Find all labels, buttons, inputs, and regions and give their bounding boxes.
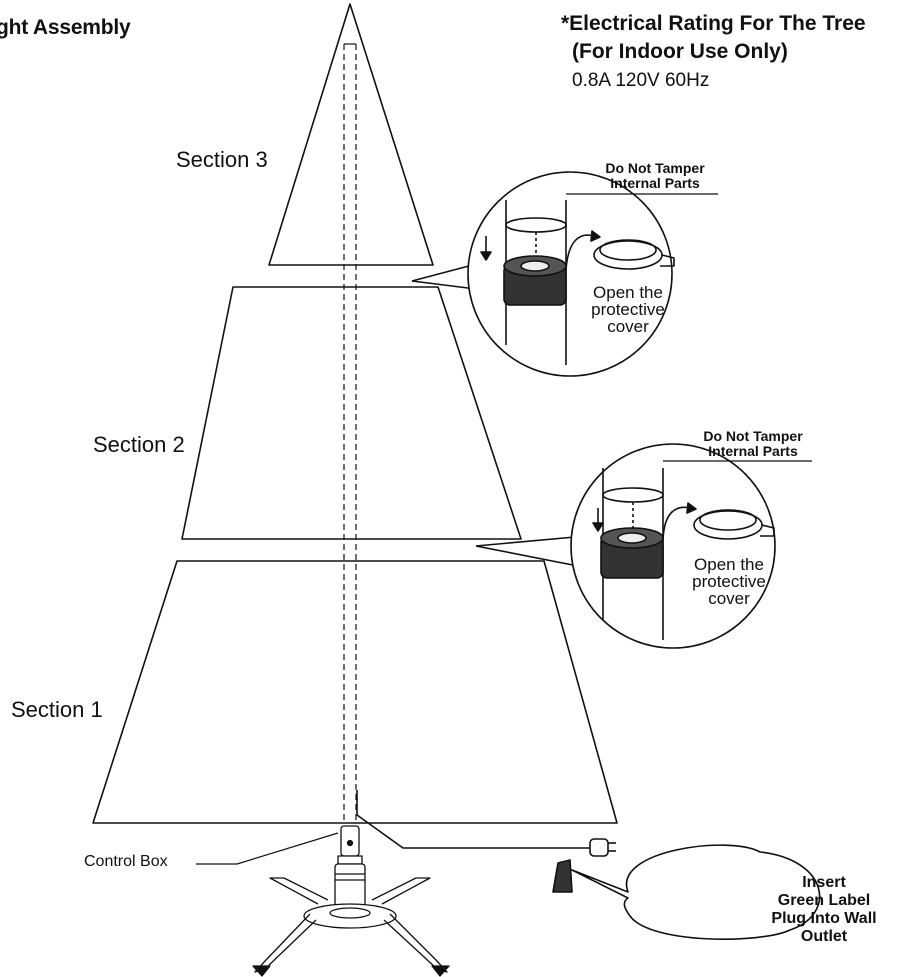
section-2-label: Section 2: [93, 432, 185, 457]
plug-instruction-line1: Insert: [802, 874, 846, 891]
lower-warning-line2: Internal Parts: [708, 443, 798, 459]
control-box-icon: [334, 825, 366, 915]
indoor-use-note: (For Indoor Use Only): [572, 40, 788, 63]
plug-instruction-line2: Green Label: [777, 892, 871, 909]
section-1-label: Section 1: [11, 697, 103, 722]
upper-connector-callout: [411, 171, 718, 377]
lower-instruction-line2: protective: [692, 572, 766, 591]
lower-instruction-line3: cover: [708, 589, 750, 608]
upper-instruction-line2: protective: [591, 300, 665, 319]
electrical-rating-value: 0.8A 120V 60Hz: [572, 70, 710, 91]
upper-warning-label: Do Not Tamper Internal Parts: [590, 161, 720, 191]
lower-instruction-line1: Open the: [694, 555, 764, 574]
upper-instruction-line3: cover: [607, 317, 649, 336]
plug-instruction-line4: Outlet: [800, 928, 848, 945]
page-title: ght Assembly: [0, 16, 131, 39]
section-1-trapezoid: [92, 560, 618, 824]
upper-instruction-line1: Open the: [593, 283, 663, 302]
control-box-leader: [196, 832, 339, 865]
upper-instruction-label: Open the protective cover: [582, 284, 674, 335]
center-pole: [343, 44, 357, 820]
power-cord: [356, 790, 590, 849]
plug-instruction-line3: Plug Into Wall: [771, 910, 877, 927]
tree-stand-icon: [252, 877, 450, 977]
lower-warning-label: Do Not Tamper Internal Parts: [688, 429, 818, 459]
control-box-label: Control Box: [84, 853, 168, 870]
lower-instruction-label: Open the protective cover: [683, 556, 775, 607]
green-label-tag-icon: [552, 859, 573, 893]
lower-connector-callout: [475, 443, 812, 649]
plug-instruction-label: Insert Green Label Plug Into Wall Outlet: [768, 874, 880, 946]
plug-instruction-bubble: [571, 844, 821, 940]
section-3-label: Section 3: [176, 147, 268, 172]
section-3-cone: [268, 3, 434, 266]
electrical-rating-heading: *Electrical Rating For The Tree: [561, 12, 866, 35]
upper-warning-line2: Internal Parts: [610, 175, 700, 191]
plug-icon: [589, 838, 616, 857]
upper-warning-line1: Do Not Tamper: [605, 160, 705, 176]
lower-warning-line1: Do Not Tamper: [703, 428, 803, 444]
section-2-trapezoid: [181, 286, 522, 540]
